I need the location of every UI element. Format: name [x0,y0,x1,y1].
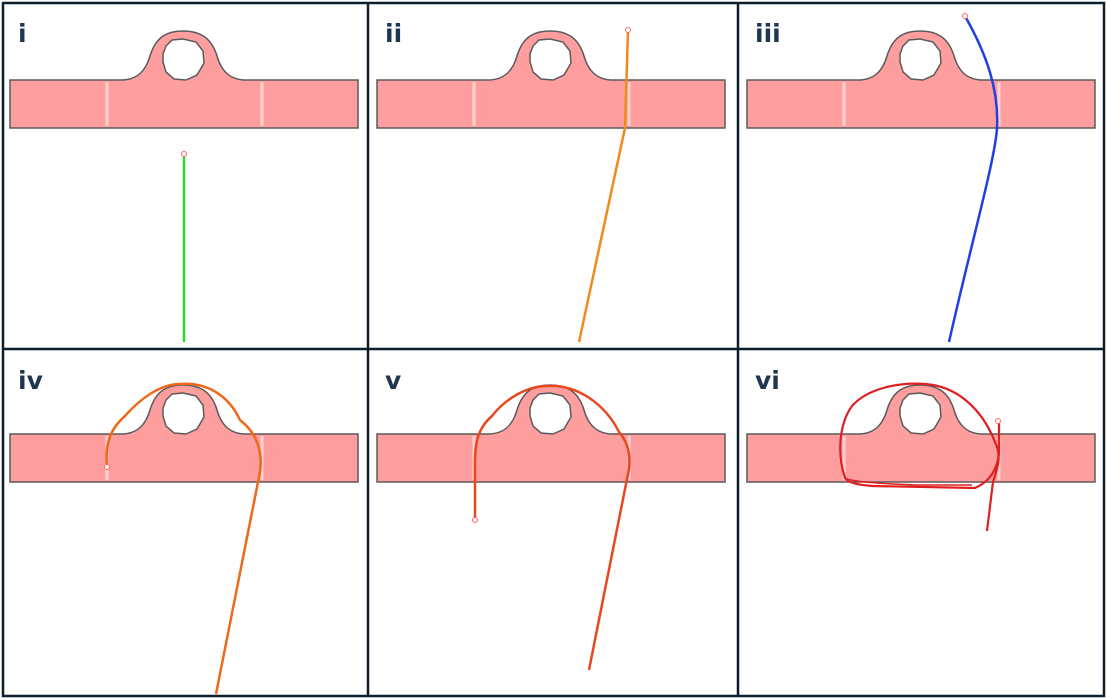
panel-v: v [375,365,727,671]
board-shape [8,29,360,130]
curve-path [473,384,631,671]
curve-endpoint [472,517,478,523]
panel-vi: vi [745,365,1097,532]
panel-iv: iv [8,365,360,695]
panel-label: ii [385,19,402,48]
panel-iii: iii [745,13,1097,343]
curve-endpoint [962,13,968,19]
board-shape [375,29,727,130]
curve-path [577,29,630,343]
curve-path [844,477,972,486]
curve-path [839,382,1001,532]
board-shape [745,29,1097,130]
board-shape [745,383,1097,484]
board-shape [8,383,360,484]
curve-path [947,15,999,343]
panel-ii: ii [375,18,727,343]
curve-endpoint [995,418,1001,424]
curve-endpoint [181,151,187,157]
panel-i: i [8,18,360,342]
panel-label: v [385,366,401,395]
board-shape [375,383,727,484]
panel-label: iv [18,366,43,395]
panel-label: i [18,19,27,48]
curve-path [105,382,262,695]
panel-label: iii [755,19,781,48]
panel-label: vi [755,366,780,395]
curve-endpoint [625,27,631,33]
curve-endpoint [104,464,110,470]
